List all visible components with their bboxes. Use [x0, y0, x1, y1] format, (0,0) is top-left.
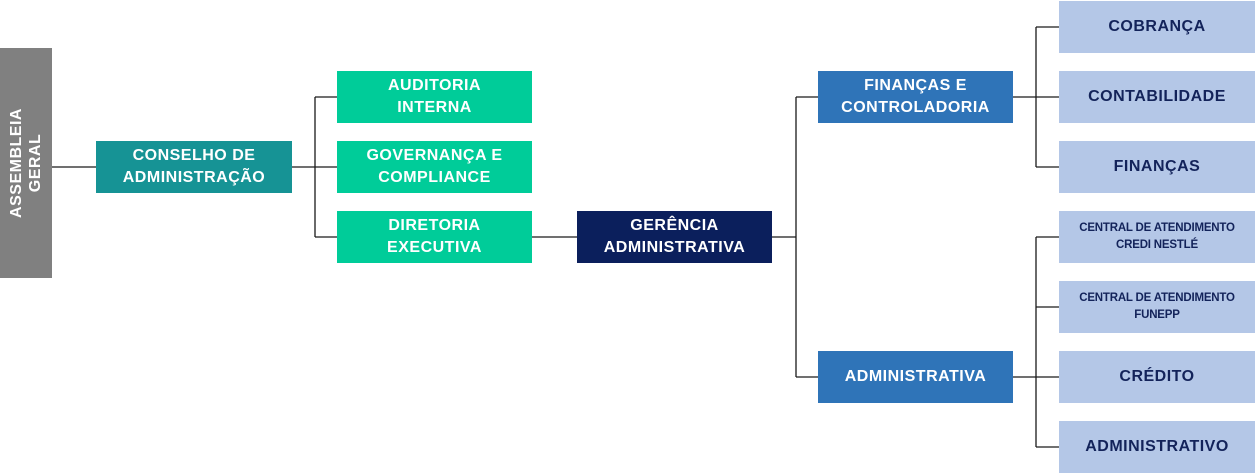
node-label: CENTRAL DE ATENDIMENTO FUNEPP — [1079, 292, 1235, 321]
node-label: CRÉDITO — [1119, 368, 1195, 385]
node-label: GOVERNANÇA E COMPLIANCE — [366, 147, 503, 186]
node-label: DIRETORIA EXECUTIVA — [387, 217, 482, 256]
node-financas: FINANÇAS — [1059, 141, 1255, 193]
node-assembleia-geral: ASSEMBLEIA GERAL — [0, 48, 52, 278]
node-label: AUDITORIA INTERNA — [387, 77, 482, 116]
node-contabilidade: CONTABILIDADE — [1059, 71, 1255, 123]
node-label: ADMINISTRATIVA — [844, 368, 987, 385]
node-credito: CRÉDITO — [1059, 351, 1255, 403]
node-cobranca: COBRANÇA — [1059, 1, 1255, 53]
node-label: ADMINISTRATIVO — [1085, 438, 1229, 455]
node-governanca-e-compliance: GOVERNANÇA E COMPLIANCE — [337, 141, 532, 193]
node-administrativa: ADMINISTRATIVA — [818, 351, 1013, 403]
node-label: COBRANÇA — [1108, 18, 1206, 35]
node-label: CONSELHO DE ADMINISTRAÇÃO — [122, 147, 266, 186]
node-central-atendimento-credi-nestle: CENTRAL DE ATENDIMENTO CREDI NESTLÉ — [1059, 211, 1255, 263]
node-label: FINANÇAS E CONTROLADORIA — [841, 77, 990, 116]
node-label: CONTABILIDADE — [1088, 88, 1226, 105]
node-conselho-de-administracao: CONSELHO DE ADMINISTRAÇÃO — [96, 141, 292, 193]
node-label: FINANÇAS — [1113, 158, 1201, 175]
node-central-atendimento-funepp: CENTRAL DE ATENDIMENTO FUNEPP — [1059, 281, 1255, 333]
node-diretoria-executiva: DIRETORIA EXECUTIVA — [337, 211, 532, 263]
node-label: ASSEMBLEIA GERAL — [8, 108, 44, 218]
node-administrativo: ADMINISTRATIVO — [1059, 421, 1255, 473]
node-label: CENTRAL DE ATENDIMENTO CREDI NESTLÉ — [1079, 222, 1235, 251]
node-financas-e-controladoria: FINANÇAS E CONTROLADORIA — [818, 71, 1013, 123]
node-auditoria-interna: AUDITORIA INTERNA — [337, 71, 532, 123]
node-label: GERÊNCIA ADMINISTRATIVA — [603, 217, 746, 256]
node-gerencia-administrativa: GERÊNCIA ADMINISTRATIVA — [577, 211, 772, 263]
